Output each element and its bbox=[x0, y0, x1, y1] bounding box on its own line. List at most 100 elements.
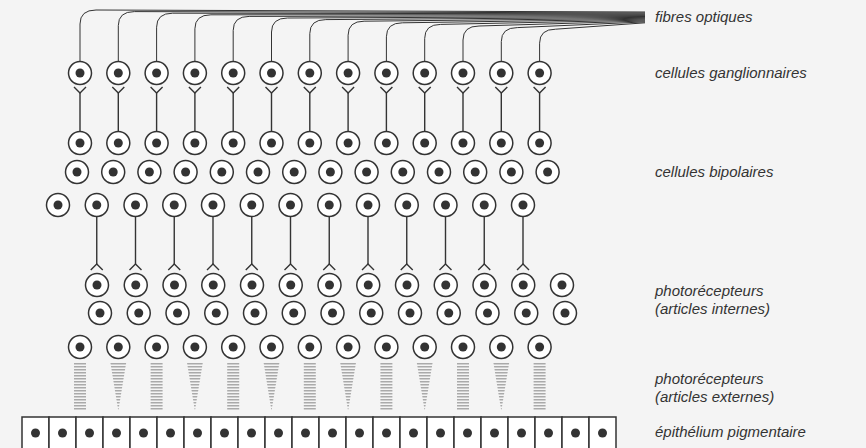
nucleus bbox=[398, 168, 407, 177]
cell-body bbox=[512, 274, 535, 297]
cell bbox=[174, 161, 197, 184]
synapse bbox=[207, 264, 219, 270]
cell bbox=[399, 302, 422, 325]
cell bbox=[222, 62, 245, 85]
nucleus bbox=[170, 281, 179, 290]
nucleus bbox=[517, 429, 526, 438]
epithelial-cell bbox=[130, 417, 157, 448]
synapse bbox=[212, 217, 213, 265]
cell bbox=[69, 62, 92, 85]
nucleus bbox=[535, 69, 544, 78]
nucleus bbox=[364, 281, 373, 290]
epithelial-cell-body bbox=[427, 417, 454, 448]
epithelial-cell-body bbox=[562, 417, 589, 448]
cell bbox=[396, 274, 419, 297]
nucleus bbox=[58, 429, 67, 438]
optic-fibre bbox=[310, 17, 645, 61]
synapse bbox=[424, 93, 425, 132]
nucleus bbox=[444, 309, 453, 318]
layer-label: épithélium pigmentaire bbox=[655, 423, 806, 441]
nucleus bbox=[139, 429, 148, 438]
rod-segment bbox=[534, 362, 546, 411]
cell-body bbox=[102, 161, 125, 184]
epithelial-cell bbox=[535, 417, 562, 448]
cell-body bbox=[399, 302, 422, 325]
layer-label: photorécepteurs (articles internes) bbox=[655, 282, 805, 318]
synapse bbox=[74, 87, 86, 93]
nucleus bbox=[535, 139, 544, 148]
nucleus bbox=[403, 281, 412, 290]
nucleus bbox=[289, 309, 298, 318]
nucleus bbox=[382, 69, 391, 78]
synapse bbox=[91, 264, 103, 270]
nucleus bbox=[382, 139, 391, 148]
cell-body bbox=[124, 194, 147, 217]
cell bbox=[452, 62, 475, 85]
synapse bbox=[79, 93, 80, 132]
cell-body bbox=[166, 302, 189, 325]
epithelial-cell-body bbox=[157, 417, 184, 448]
epithelial-cell-body bbox=[22, 417, 49, 448]
nucleus bbox=[519, 201, 528, 210]
bipolar-cells bbox=[47, 194, 535, 217]
nucleus bbox=[305, 139, 314, 148]
cone-segment bbox=[493, 362, 509, 411]
cell bbox=[298, 62, 321, 85]
cell-body bbox=[279, 194, 302, 217]
cell bbox=[202, 274, 225, 297]
nucleus bbox=[459, 69, 468, 78]
epithelial-cell bbox=[508, 417, 535, 448]
nucleus bbox=[328, 309, 337, 318]
cell bbox=[107, 132, 130, 155]
nucleus bbox=[480, 281, 489, 290]
epithelial-cell bbox=[157, 417, 184, 448]
cell bbox=[319, 161, 342, 184]
cell-body bbox=[318, 274, 341, 297]
epithelial-cell-body bbox=[76, 417, 103, 448]
synapse bbox=[445, 217, 446, 265]
synapse bbox=[484, 217, 485, 265]
cell bbox=[554, 302, 577, 325]
cell-body bbox=[434, 274, 457, 297]
cell-body bbox=[490, 132, 513, 155]
cell bbox=[85, 194, 108, 217]
cell bbox=[222, 336, 245, 359]
epithelial-cell-body bbox=[454, 417, 481, 448]
nucleus bbox=[190, 69, 199, 78]
pigment-epithelium bbox=[22, 417, 616, 448]
cell bbox=[279, 194, 302, 217]
nucleus bbox=[436, 429, 445, 438]
cell bbox=[428, 161, 451, 184]
cell-body bbox=[124, 274, 147, 297]
nucleus bbox=[267, 139, 276, 148]
cell-body bbox=[536, 161, 559, 184]
cell bbox=[337, 62, 360, 85]
cell-body bbox=[145, 132, 168, 155]
epithelial-cell bbox=[562, 417, 589, 448]
nucleus bbox=[544, 429, 553, 438]
nucleus bbox=[382, 429, 391, 438]
cell-body bbox=[183, 132, 206, 155]
nucleus bbox=[522, 309, 531, 318]
nucleus bbox=[328, 429, 337, 438]
ganglion-cells bbox=[69, 62, 552, 85]
nucleus bbox=[362, 168, 371, 177]
epithelial-cell bbox=[373, 417, 400, 448]
epithelial-cell bbox=[238, 417, 265, 448]
cell bbox=[528, 132, 551, 155]
nucleus bbox=[76, 343, 85, 352]
nucleus bbox=[497, 139, 506, 148]
cell bbox=[512, 194, 535, 217]
cell bbox=[413, 336, 436, 359]
epithelial-cell-body bbox=[130, 417, 157, 448]
cell bbox=[183, 62, 206, 85]
nucleus bbox=[248, 281, 257, 290]
synapse bbox=[419, 87, 431, 93]
nucleus bbox=[131, 201, 140, 210]
cell bbox=[183, 336, 206, 359]
nucleus bbox=[409, 429, 418, 438]
cell bbox=[391, 161, 414, 184]
cell bbox=[145, 62, 168, 85]
cell bbox=[551, 274, 574, 297]
synapse bbox=[380, 87, 392, 93]
